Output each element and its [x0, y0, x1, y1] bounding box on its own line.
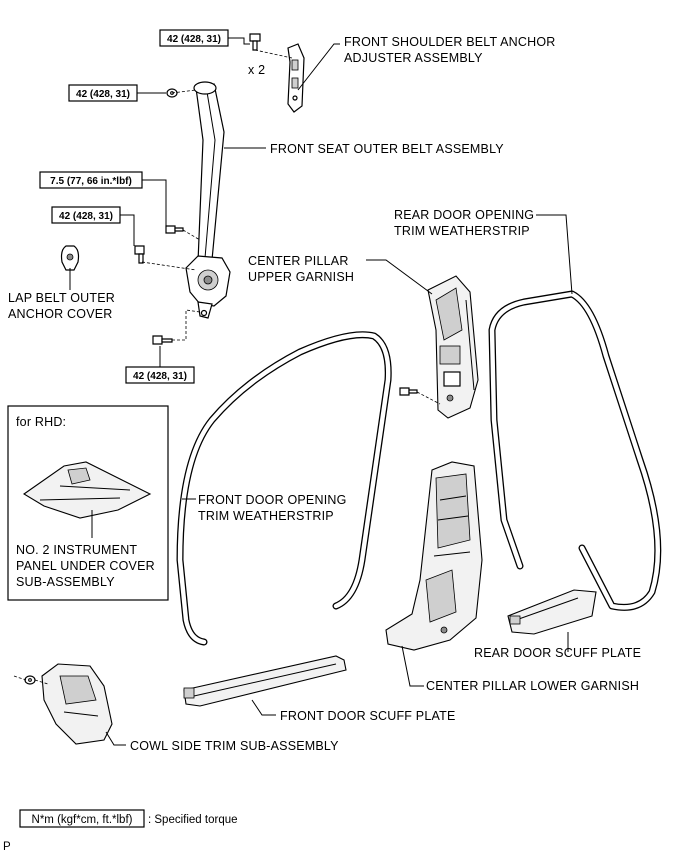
bolt-small-icon	[165, 225, 184, 234]
outer-belt-label: FRONT SEAT OUTER BELT ASSEMBLY	[270, 142, 504, 156]
torque-value: 42 (428, 31)	[167, 34, 221, 45]
torque-spec-bottom-bolt: 42 (428, 31)	[125, 366, 195, 384]
instrument-cover-label-line2: PANEL UNDER COVER	[16, 559, 155, 573]
torque-legend: N*m (kgf*cm, ft.*lbf) : Specified torque	[19, 809, 238, 828]
front-weatherstrip-drawing	[176, 331, 392, 646]
rear-weatherstrip-label-line1: REAR DOOR OPENING	[394, 208, 534, 222]
rear-scuff-plate-drawing	[507, 589, 597, 635]
front-scuff-plate-drawing	[183, 655, 347, 707]
bolt-bottom-icon	[152, 335, 173, 345]
torque-spec-small-bolt: 7.5 (77, 66 in.*lbf)	[39, 171, 143, 189]
lap-cover-label-line1: LAP BELT OUTER	[8, 291, 115, 305]
torque-value: 7.5 (77, 66 in.*lbf)	[50, 176, 132, 187]
front-scuff-label: FRONT DOOR SCUFF PLATE	[280, 709, 455, 723]
legend-unit-box: N*m (kgf*cm, ft.*lbf)	[32, 814, 133, 826]
torque-spec-mid-bolt: 42 (428, 31)	[51, 206, 121, 224]
shoulder-adjuster-label-line2: ADJUSTER ASSEMBLY	[344, 51, 483, 65]
footer-code: P	[3, 841, 11, 853]
center-pillar-lower-label: CENTER PILLAR LOWER GARNISH	[426, 679, 639, 693]
lap-belt-cover-drawing	[60, 245, 80, 271]
torque-value: 42 (428, 31)	[59, 211, 113, 222]
rear-weatherstrip-label-line2: TRIM WEATHERSTRIP	[394, 224, 530, 238]
cowl-side-trim-drawing	[41, 663, 113, 745]
instrument-under-cover-drawing	[22, 461, 152, 519]
lap-cover-label-line2: ANCHOR COVER	[8, 307, 113, 321]
rear-weatherstrip-drawing	[488, 290, 662, 611]
torque-spec-left-nut: 42 (428, 31)	[68, 84, 138, 102]
instrument-cover-label-line3: SUB-ASSEMBLY	[16, 575, 115, 589]
front-weatherstrip-label-line1: FRONT DOOR OPENING	[198, 493, 347, 507]
instrument-cover-label-line1: NO. 2 INSTRUMENT	[16, 543, 137, 557]
shoulder-adjuster-drawing	[287, 43, 305, 113]
center-pillar-upper-label-line2: UPPER GARNISH	[248, 270, 354, 284]
legend-description: : Specified torque	[148, 814, 238, 826]
shoulder-adjuster-label-line1: FRONT SHOULDER BELT ANCHOR	[344, 35, 556, 49]
cowl-nut-icon	[24, 675, 36, 685]
quantity-label: x 2	[248, 63, 265, 77]
torque-value: 42 (428, 31)	[133, 371, 187, 382]
leader-lines	[69, 37, 573, 746]
bolt-mid-icon	[134, 245, 145, 264]
torque-value: 42 (428, 31)	[76, 89, 130, 100]
rear-scuff-label: REAR DOOR SCUFF PLATE	[474, 646, 641, 660]
torque-spec-top: 42 (428, 31)	[159, 29, 229, 47]
rhd-title: for RHD:	[16, 415, 66, 429]
center-pillar-lower-garnish-drawing	[385, 461, 483, 651]
cowl-trim-label: COWL SIDE TRIM SUB-ASSEMBLY	[130, 739, 339, 753]
center-pillar-upper-label-line1: CENTER PILLAR	[248, 254, 349, 268]
center-pillar-upper-garnish-drawing	[427, 275, 479, 419]
bolt-top-icon	[249, 33, 261, 51]
clip-icon	[399, 387, 418, 396]
front-weatherstrip-label-line2: TRIM WEATHERSTRIP	[198, 509, 334, 523]
front-seat-outer-belt-drawing	[185, 81, 231, 319]
